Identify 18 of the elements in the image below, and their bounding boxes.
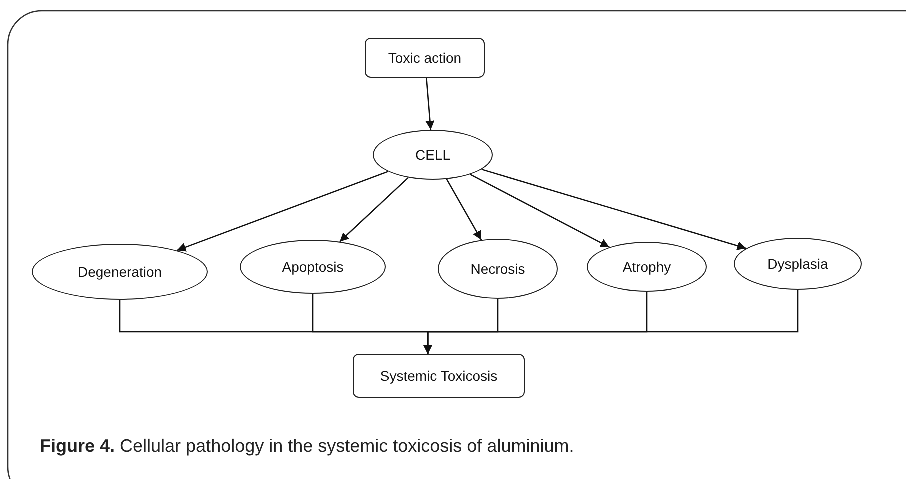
arrow [482,168,747,250]
node-label: Degeneration [78,264,162,280]
process-box [353,354,525,398]
node-label: Atrophy [622,259,672,275]
node-label: Necrosis [470,261,526,277]
arrow [470,174,610,248]
node-label: Apoptosis [282,259,344,275]
process-box [365,38,485,78]
node-label: Dysplasia [768,256,828,272]
arrow [339,177,409,242]
arrow [426,78,435,130]
figure-caption: Figure 4. Cellular pathology in the systemic toxicosis of aluminium. [40,436,574,457]
node-label: Toxic action [388,50,462,66]
node-label: Systemic Toxicosis [380,368,498,384]
arrow [446,179,482,240]
arrow [176,171,389,252]
arrow [424,290,799,354]
node-label: CELL [415,147,451,163]
